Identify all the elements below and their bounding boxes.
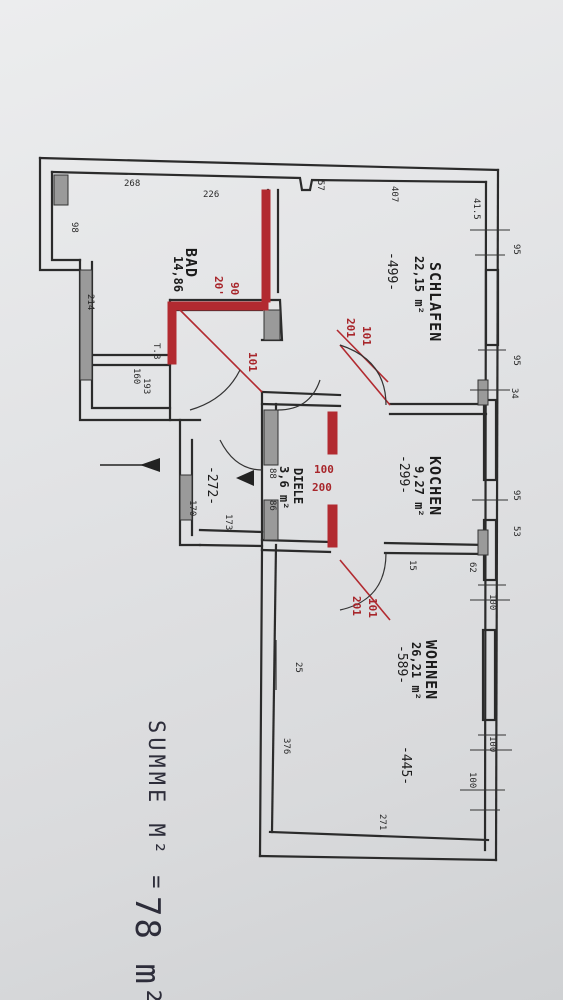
door-swing-wohnen — [339, 552, 387, 611]
arrow-icon-2 — [236, 470, 254, 486]
room-area-schlafen: 22,15 m² — [412, 256, 426, 314]
dim-226: 226 — [203, 190, 220, 200]
wall-block-5 — [263, 499, 279, 541]
corridor-lower-2 — [198, 543, 264, 548]
dim-34: 34 — [509, 388, 519, 399]
dim-268: 268 — [124, 179, 141, 189]
dim-445: -445- — [398, 746, 413, 786]
dim-193: 193 — [141, 378, 151, 395]
door-swing-entry — [219, 439, 263, 471]
door-swing-bad — [189, 369, 241, 411]
wall-block-7 — [477, 379, 489, 406]
red-mark-101a: 101 — [246, 352, 259, 372]
red-mark-90: 90 — [228, 282, 241, 296]
red-mark-201b: 201 — [344, 318, 357, 338]
door-swing-kochen — [339, 344, 387, 406]
red-wall-diele-1 — [327, 411, 338, 455]
wohnen-left-wall — [270, 543, 278, 834]
small-room-wall-2 — [90, 260, 172, 410]
corridor-lower — [198, 528, 264, 534]
small-room-wall — [78, 258, 172, 422]
dim-53: 53 — [511, 526, 521, 537]
room-area-kochen: 9,27 m² — [412, 466, 426, 517]
wall-block-6 — [179, 474, 193, 521]
dim-15: 15 — [407, 560, 417, 571]
summary-value: 78 m² — [127, 896, 167, 1000]
wall-block-1 — [53, 174, 69, 206]
red-mark-201c: 201 — [350, 596, 363, 616]
diele-top-wall — [260, 390, 342, 397]
dim-415: 41.5 — [471, 198, 481, 220]
window-4 — [481, 628, 497, 722]
room-area-bad: 14,86 — [171, 256, 185, 293]
dim-100b: 100 — [487, 736, 497, 753]
outer-wall-bottom — [268, 830, 490, 842]
red-wall-vertical — [261, 189, 271, 303]
window-2 — [482, 398, 498, 482]
room-perimeter-wohnen: -589- — [394, 645, 409, 685]
dim-272: -272- — [204, 466, 219, 506]
red-door-swing-3 — [179, 309, 263, 393]
dim-160: 160 — [131, 368, 141, 385]
room-area-diele: 3,6 m² — [277, 466, 291, 510]
dim-98: 98 — [69, 222, 79, 233]
outer-wall-top — [38, 156, 500, 172]
window-1 — [484, 268, 500, 347]
red-door-swing-2 — [339, 559, 391, 621]
red-wall-diele-2 — [327, 504, 338, 548]
red-wall-bad — [167, 301, 177, 365]
dim-173: 173 — [223, 514, 233, 531]
dim-100c: 100 — [467, 772, 477, 789]
summary-label: SUMME M² = — [143, 720, 168, 893]
room-name-schlafen: SCHLAFEN — [426, 262, 444, 343]
wall-block-3 — [263, 309, 281, 341]
room-name-bad: BAD — [182, 248, 200, 279]
dim-100a: 100 — [487, 594, 497, 611]
room-label-tb: T.B — [151, 343, 161, 360]
room-name-wohnen: WOHNEN — [422, 640, 440, 701]
wall-block-4 — [263, 409, 279, 466]
dim-95b: 95 — [511, 355, 521, 366]
red-wall-horizontal — [167, 301, 269, 311]
red-door-swing-1 — [339, 344, 391, 406]
dim-62: 62 — [467, 562, 477, 573]
door-swing-diele — [277, 379, 321, 411]
red-mark-20: 20' — [212, 276, 225, 296]
red-mark-101c: 101 — [366, 598, 379, 618]
dim-57: 57 — [315, 180, 325, 191]
tick-marks — [460, 229, 512, 811]
dim-271: 271 — [377, 814, 387, 831]
red-mark-100: 100 — [314, 463, 334, 476]
room-perimeter-schlafen: -499- — [384, 252, 399, 292]
wall-block-8 — [477, 529, 489, 556]
dim-407: 407 — [389, 186, 399, 203]
outer-wall-top-inner — [50, 170, 488, 192]
dim-88: 88 — [267, 468, 277, 479]
outer-wall-bottom-inner — [258, 854, 498, 862]
wall-kochen-wohnen-2 — [383, 551, 488, 556]
left-protrusion-2 — [50, 170, 82, 262]
dim-170: 170 — [187, 500, 197, 517]
corridor-wall — [178, 418, 202, 547]
dim-95a: 95 — [511, 244, 521, 255]
dim-376: 376 — [281, 738, 291, 755]
dim-95c: 95 — [511, 490, 521, 501]
wall-block-2 — [79, 269, 93, 381]
room-perimeter-kochen: -299- — [396, 455, 411, 495]
red-mark-101b: 101 — [360, 326, 373, 346]
room-area-wohnen: 26,21 m² — [409, 642, 423, 700]
dim-214: 214 — [85, 294, 95, 311]
room-name-diele: DIELE — [291, 468, 305, 505]
wall-kochen-wohnen — [383, 541, 488, 547]
diele-bottom-wall-2 — [260, 548, 332, 554]
wohnen-left-wall-outer — [258, 548, 264, 858]
dim-86: 86 — [267, 500, 277, 511]
room-name-kochen: KOCHEN — [426, 456, 444, 517]
dim-25: 25 — [293, 662, 303, 673]
left-protrusion — [38, 156, 82, 272]
red-mark-200: 200 — [312, 481, 332, 494]
